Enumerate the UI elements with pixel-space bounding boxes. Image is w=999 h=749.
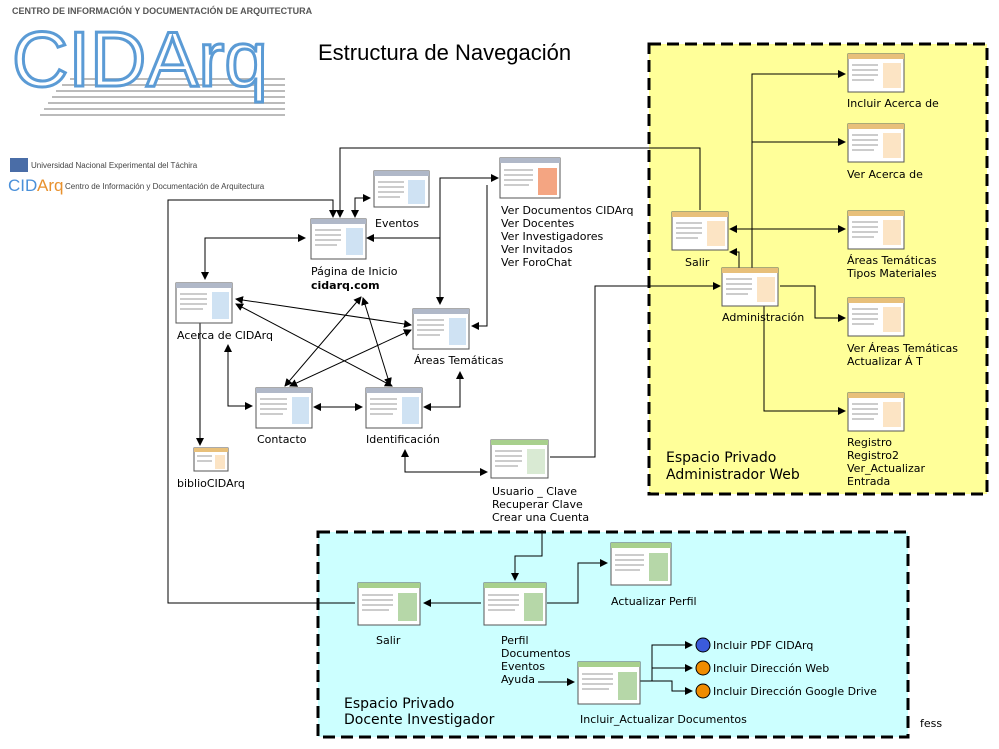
pdf-dot-icon — [695, 637, 711, 653]
identificacion-page-icon — [365, 387, 423, 429]
label-registro-0: Registro — [847, 436, 892, 449]
eventos-page-icon — [373, 170, 430, 208]
incluir-acerca-page-icon — [847, 53, 905, 93]
label-areas-tipos-1: Tipos Materiales — [846, 267, 937, 280]
actualizar-perfil-page-icon — [610, 542, 672, 586]
inicio-page-icon[interactable] — [310, 218, 367, 260]
label-perfil-0: Perfil — [501, 634, 529, 647]
cidarq-logo: CENTRO DE INFORMACIÓN Y DOCUMENTACIÓN DE… — [8, 5, 313, 195]
administracion-page-icon — [721, 267, 779, 307]
footer-signature: fess — [920, 717, 942, 730]
logo-small-arq: Arq — [37, 176, 63, 195]
label-contacto: Contacto — [257, 433, 307, 446]
page-thumbnails — [175, 53, 905, 705]
label-ver-docs-1: Ver Docentes — [501, 217, 575, 230]
admin-zone-label-2: Administrador Web — [666, 467, 800, 483]
label-incluir-web: Incluir Dirección Web — [713, 662, 829, 675]
connectors — [167, 70, 846, 695]
logo-header-text: CENTRO DE INFORMACIÓN Y DOCUMENTACIÓN DE… — [12, 5, 313, 16]
label-actualizar-perfil: Actualizar Perfil — [611, 595, 697, 608]
usuario-page-icon — [490, 439, 549, 479]
label-acerca: Acerca de CIDArq — [177, 329, 273, 342]
label-inicio-url: cidarq.com — [311, 279, 380, 292]
contacto-page-icon — [255, 387, 313, 429]
label-incluir-acerca: Incluir Acerca de — [847, 97, 939, 110]
areas-tipos-page-icon — [847, 210, 905, 250]
label-ver-docs-2: Ver Investigadores — [501, 230, 604, 243]
logo-big-text: CIDArq — [12, 15, 268, 103]
perfil-page-icon — [483, 582, 547, 626]
docente-zone-label-1: Espacio Privado — [344, 696, 454, 712]
acerca-page-icon — [175, 282, 233, 324]
label-perfil-1: Documentos — [501, 647, 571, 660]
node-labels: Eventos Página de Inicio cidarq.com Ver … — [177, 97, 958, 730]
docente-salir-page-icon[interactable] — [357, 582, 421, 626]
incluir-actualizar-page-icon — [577, 661, 641, 705]
label-usuario-0: Usuario _ Clave — [492, 485, 577, 498]
label-perfil-3: Ayuda — [501, 673, 535, 686]
logo-stripes — [40, 78, 285, 116]
label-eventos: Eventos — [375, 217, 419, 230]
label-areas: Áreas Temáticas — [414, 354, 504, 367]
ver-acerca-page-icon — [847, 123, 905, 163]
label-incluir-actualizar: Incluir_Actualizar Documentos — [580, 713, 747, 726]
label-docente-salir: Salir — [376, 634, 401, 647]
label-ver-acerca: Ver Acerca de — [847, 168, 923, 181]
ver-docs-page-icon — [499, 157, 561, 199]
label-ver-docs-3: Ver Invitados — [501, 243, 573, 256]
unet-emblem-icon — [10, 158, 28, 172]
label-admin-salir: Salir — [685, 256, 710, 269]
admin-zone-label-1: Espacio Privado — [666, 450, 776, 466]
logo-university: Universidad Nacional Experimental del Tá… — [31, 161, 198, 170]
diagram-title: Estructura de Navegación — [318, 40, 571, 65]
biblio-page-icon — [193, 447, 229, 472]
admin-salir-page-icon[interactable] — [671, 211, 729, 251]
label-registro-1: Registro2 — [847, 449, 899, 462]
logo-small-cid: CID — [8, 176, 37, 195]
label-ver-docs-4: Ver ForoChat — [501, 256, 573, 269]
web-dot-icon — [695, 660, 711, 676]
label-registro-2: Ver_Actualizar — [847, 462, 925, 475]
label-ver-areas-1: Actualizar Á T — [847, 355, 923, 368]
docente-zone-label-2: Docente Investigador — [344, 712, 495, 728]
label-usuario-2: Crear una Cuenta — [492, 511, 589, 524]
label-perfil-2: Eventos — [501, 660, 545, 673]
areas-page-icon — [412, 308, 470, 350]
label-inicio: Página de Inicio — [311, 265, 398, 278]
label-ver-areas-0: Ver Áreas Temáticas — [847, 342, 958, 355]
label-administracion: Administración — [722, 311, 804, 324]
label-biblio: biblioCIDArq — [177, 477, 245, 490]
label-incluir-pdf: Incluir PDF CIDArq — [713, 639, 813, 652]
label-areas-tipos-0: Áreas Temáticas — [847, 254, 937, 267]
label-registro-3: Entrada — [847, 475, 890, 488]
label-incluir-drive: Incluir Dirección Google Drive — [713, 685, 877, 698]
registro-page-icon — [847, 392, 905, 432]
label-identificacion: Identificación — [366, 433, 440, 446]
label-usuario-1: Recuperar Clave — [492, 498, 583, 511]
drive-dot-icon — [695, 683, 711, 699]
admin-zone — [647, 42, 989, 496]
logo-small-text: Centro de Información y Documentación de… — [65, 182, 265, 191]
ver-areas-page-icon — [847, 297, 905, 337]
label-ver-docs-0: Ver Documentos CIDArq — [501, 204, 633, 217]
